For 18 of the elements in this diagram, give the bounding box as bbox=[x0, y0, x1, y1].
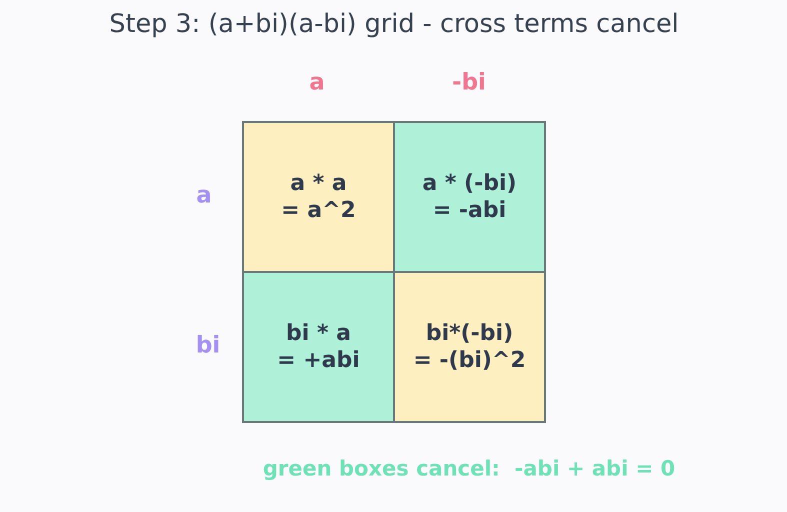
cell-expression: = a^2 bbox=[281, 197, 356, 224]
grid-cell bbox=[242, 121, 395, 273]
grid-cell bbox=[242, 271, 395, 423]
cancel-note: green boxes cancel: -abi + abi = 0 bbox=[262, 458, 676, 480]
grid-cell bbox=[393, 271, 546, 423]
cell-expression: bi*(-bi) bbox=[426, 320, 514, 347]
column-header: a bbox=[309, 72, 325, 94]
column-header: -bi bbox=[452, 72, 486, 94]
title: Step 3: (a+bi)(a-bi) grid - cross terms cancel bbox=[109, 8, 679, 41]
cell-expression: a * (-bi) bbox=[422, 170, 517, 197]
cell-expression: = -(bi)^2 bbox=[413, 347, 526, 374]
row-header: bi bbox=[196, 334, 220, 358]
row-header: a bbox=[196, 184, 212, 208]
grid-cell bbox=[393, 121, 546, 273]
cell-expression: = -abi bbox=[432, 197, 506, 224]
cell-expression: a * a bbox=[290, 170, 347, 197]
cell-expression: = +abi bbox=[277, 347, 360, 374]
cell-expression: bi * a bbox=[286, 320, 351, 347]
